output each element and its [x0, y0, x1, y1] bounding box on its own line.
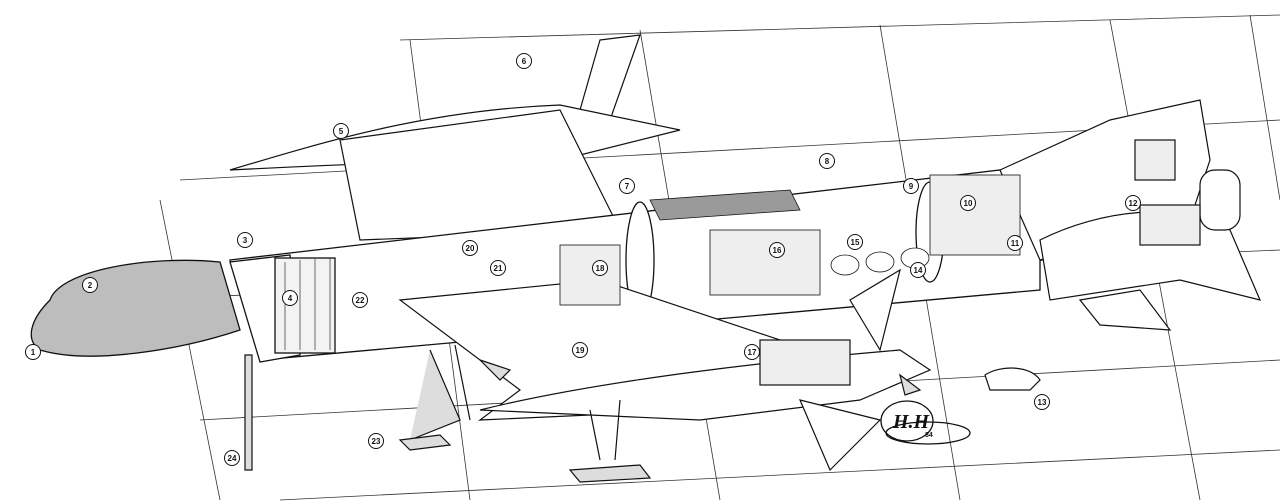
signature-logo: H.H 84 [880, 400, 971, 445]
callout-19: 19 [572, 342, 588, 358]
landing-gear [244, 344, 1041, 483]
callout-15: 15 [847, 234, 863, 250]
callout-23: 23 [368, 433, 384, 449]
rear-engines [999, 99, 1262, 331]
callout-20: 20 [462, 240, 478, 256]
callout-8: 8 [819, 153, 835, 169]
callout-13: 13 [1034, 394, 1050, 410]
callout-2: 2 [82, 277, 98, 293]
callout-18: 18 [592, 260, 608, 276]
callout-10: 10 [960, 195, 976, 211]
svg-text:84: 84 [925, 432, 933, 439]
callout-9: 9 [903, 178, 919, 194]
svg-text:H.H: H.H [892, 411, 931, 433]
callout-6: 6 [516, 53, 532, 69]
nose-section [30, 254, 336, 363]
callout-3: 3 [237, 232, 253, 248]
callout-12: 12 [1125, 195, 1141, 211]
upper-wing-pod [229, 34, 681, 241]
callout-22: 22 [352, 292, 368, 308]
callout-5: 5 [333, 123, 349, 139]
callout-7: 7 [619, 178, 635, 194]
callout-14: 14 [910, 262, 926, 278]
callout-24: 24 [224, 450, 240, 466]
callout-1: 1 [25, 344, 41, 360]
callout-21: 21 [490, 260, 506, 276]
cabin-details [559, 174, 1021, 306]
callout-17: 17 [744, 344, 760, 360]
callout-16: 16 [769, 242, 785, 258]
callout-11: 11 [1007, 235, 1023, 251]
callout-4: 4 [282, 290, 298, 306]
